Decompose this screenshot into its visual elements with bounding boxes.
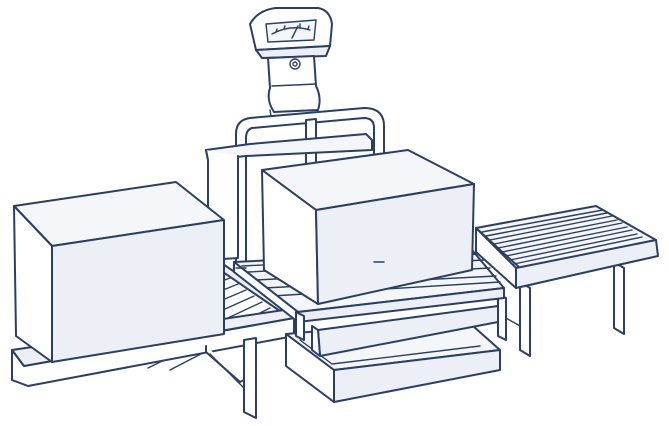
right-conveyor-legs: [497, 261, 625, 357]
left-box: [13, 181, 225, 363]
column-knob: [289, 58, 301, 70]
dial-scale-head: [249, 7, 333, 59]
left-conveyor-legs: [205, 337, 257, 419]
weighing-platform: [285, 305, 501, 403]
scale-dial-needle: [291, 25, 299, 39]
right-conveyor-rollers: [481, 209, 643, 265]
right-roller-conveyor: [475, 205, 659, 357]
center-box: [261, 149, 475, 305]
scale-dial-window: [265, 19, 317, 43]
